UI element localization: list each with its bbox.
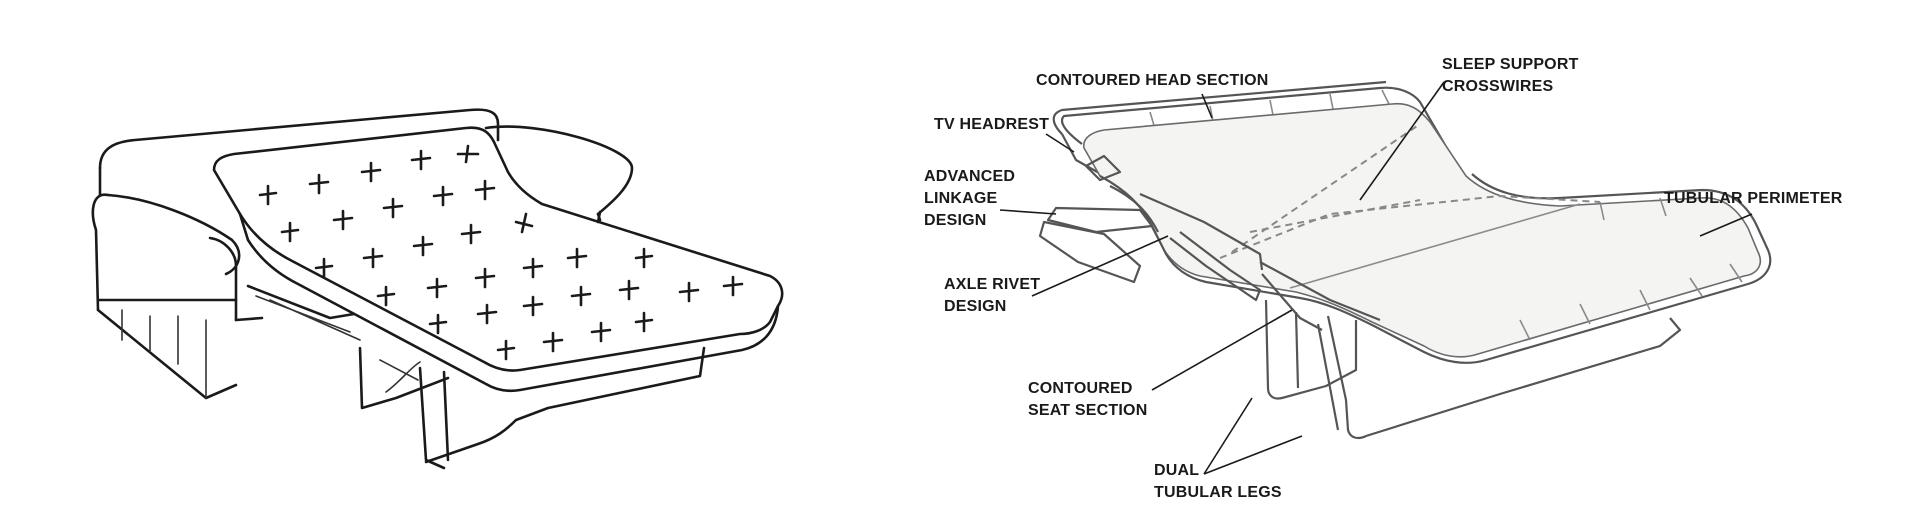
label-dual-line2: TUBULAR LEGS — [1154, 484, 1282, 501]
label-advanced-line1: ADVANCED — [924, 168, 1016, 185]
label-sleep-support-line2: CROSSWIRES — [1442, 78, 1554, 95]
label-dual-legs: DUAL TUBULAR LEGS — [1154, 460, 1282, 504]
label-advanced-line3: DESIGN — [924, 212, 987, 229]
label-tubular-perimeter: TUBULAR PERIMETER — [1664, 190, 1843, 207]
label-contoured-seat: CONTOURED SEAT SECTION — [1028, 378, 1147, 422]
label-axle-rivet: AXLE RIVET DESIGN — [944, 274, 1040, 318]
label-dual-line1: DUAL — [1154, 462, 1200, 479]
label-contoured-seat-line2: SEAT SECTION — [1028, 402, 1148, 419]
label-tv-headrest: TV HEADREST — [934, 116, 1050, 133]
label-sleep-support-line1: SLEEP SUPPORT — [1442, 56, 1579, 73]
label-axle-line2: DESIGN — [944, 298, 1007, 315]
label-contoured-seat-line1: CONTOURED — [1028, 380, 1133, 397]
label-axle-line1: AXLE RIVET — [944, 276, 1041, 293]
label-contoured-head-section: CONTOURED HEAD SECTION — [1036, 72, 1269, 89]
label-sleep-support: SLEEP SUPPORT CROSSWIRES — [1442, 54, 1579, 98]
label-advanced-line2: LINKAGE — [924, 190, 998, 207]
label-advanced-linkage: ADVANCED LINKAGE DESIGN — [924, 166, 1015, 232]
